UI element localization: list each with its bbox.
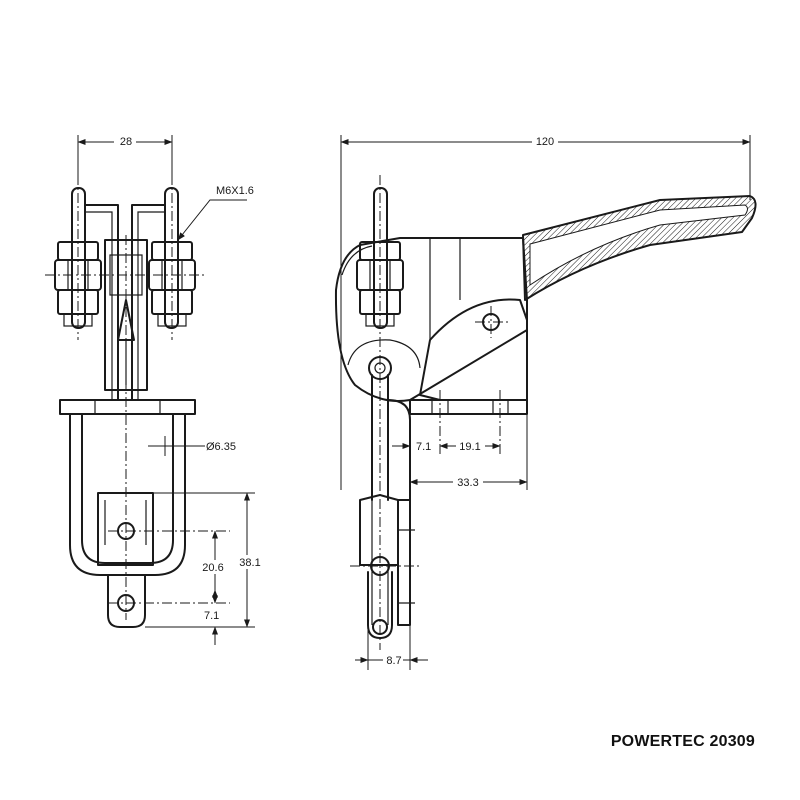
dim-base-hole: 19.1 xyxy=(459,441,480,453)
lever-housing xyxy=(334,237,528,402)
front-base-plate xyxy=(59,399,196,415)
dim-width-front: 28 xyxy=(120,136,132,148)
side-latch xyxy=(350,494,420,639)
dim-hole-spacing: 20.6 xyxy=(202,562,223,574)
dim-base-length: 33.3 xyxy=(457,477,478,489)
dim-base-offset: 7.1 xyxy=(416,441,431,453)
lower-tab xyxy=(107,574,146,628)
dim-latch-width: 8.7 xyxy=(386,655,401,667)
dim-overall-height: 38.1 xyxy=(239,557,260,569)
dim-overall-length: 120 xyxy=(536,136,554,148)
side-nut xyxy=(356,241,404,327)
catch-block xyxy=(97,492,154,566)
dim-thread: M6X1.6 xyxy=(216,185,254,197)
front-view: 28 M6X1.6 Ø6.35 20.6 38.1 7.1 xyxy=(45,134,261,645)
dim-bottom-offset: 7.1 xyxy=(204,610,219,622)
handle xyxy=(522,195,757,301)
side-base-plate xyxy=(409,399,528,415)
u-latch-wire xyxy=(69,413,186,576)
brand-label: POWERTEC 20309 xyxy=(610,733,755,750)
dim-pin-diameter: Ø6.35 xyxy=(206,441,236,453)
side-view: 120 xyxy=(334,134,757,670)
